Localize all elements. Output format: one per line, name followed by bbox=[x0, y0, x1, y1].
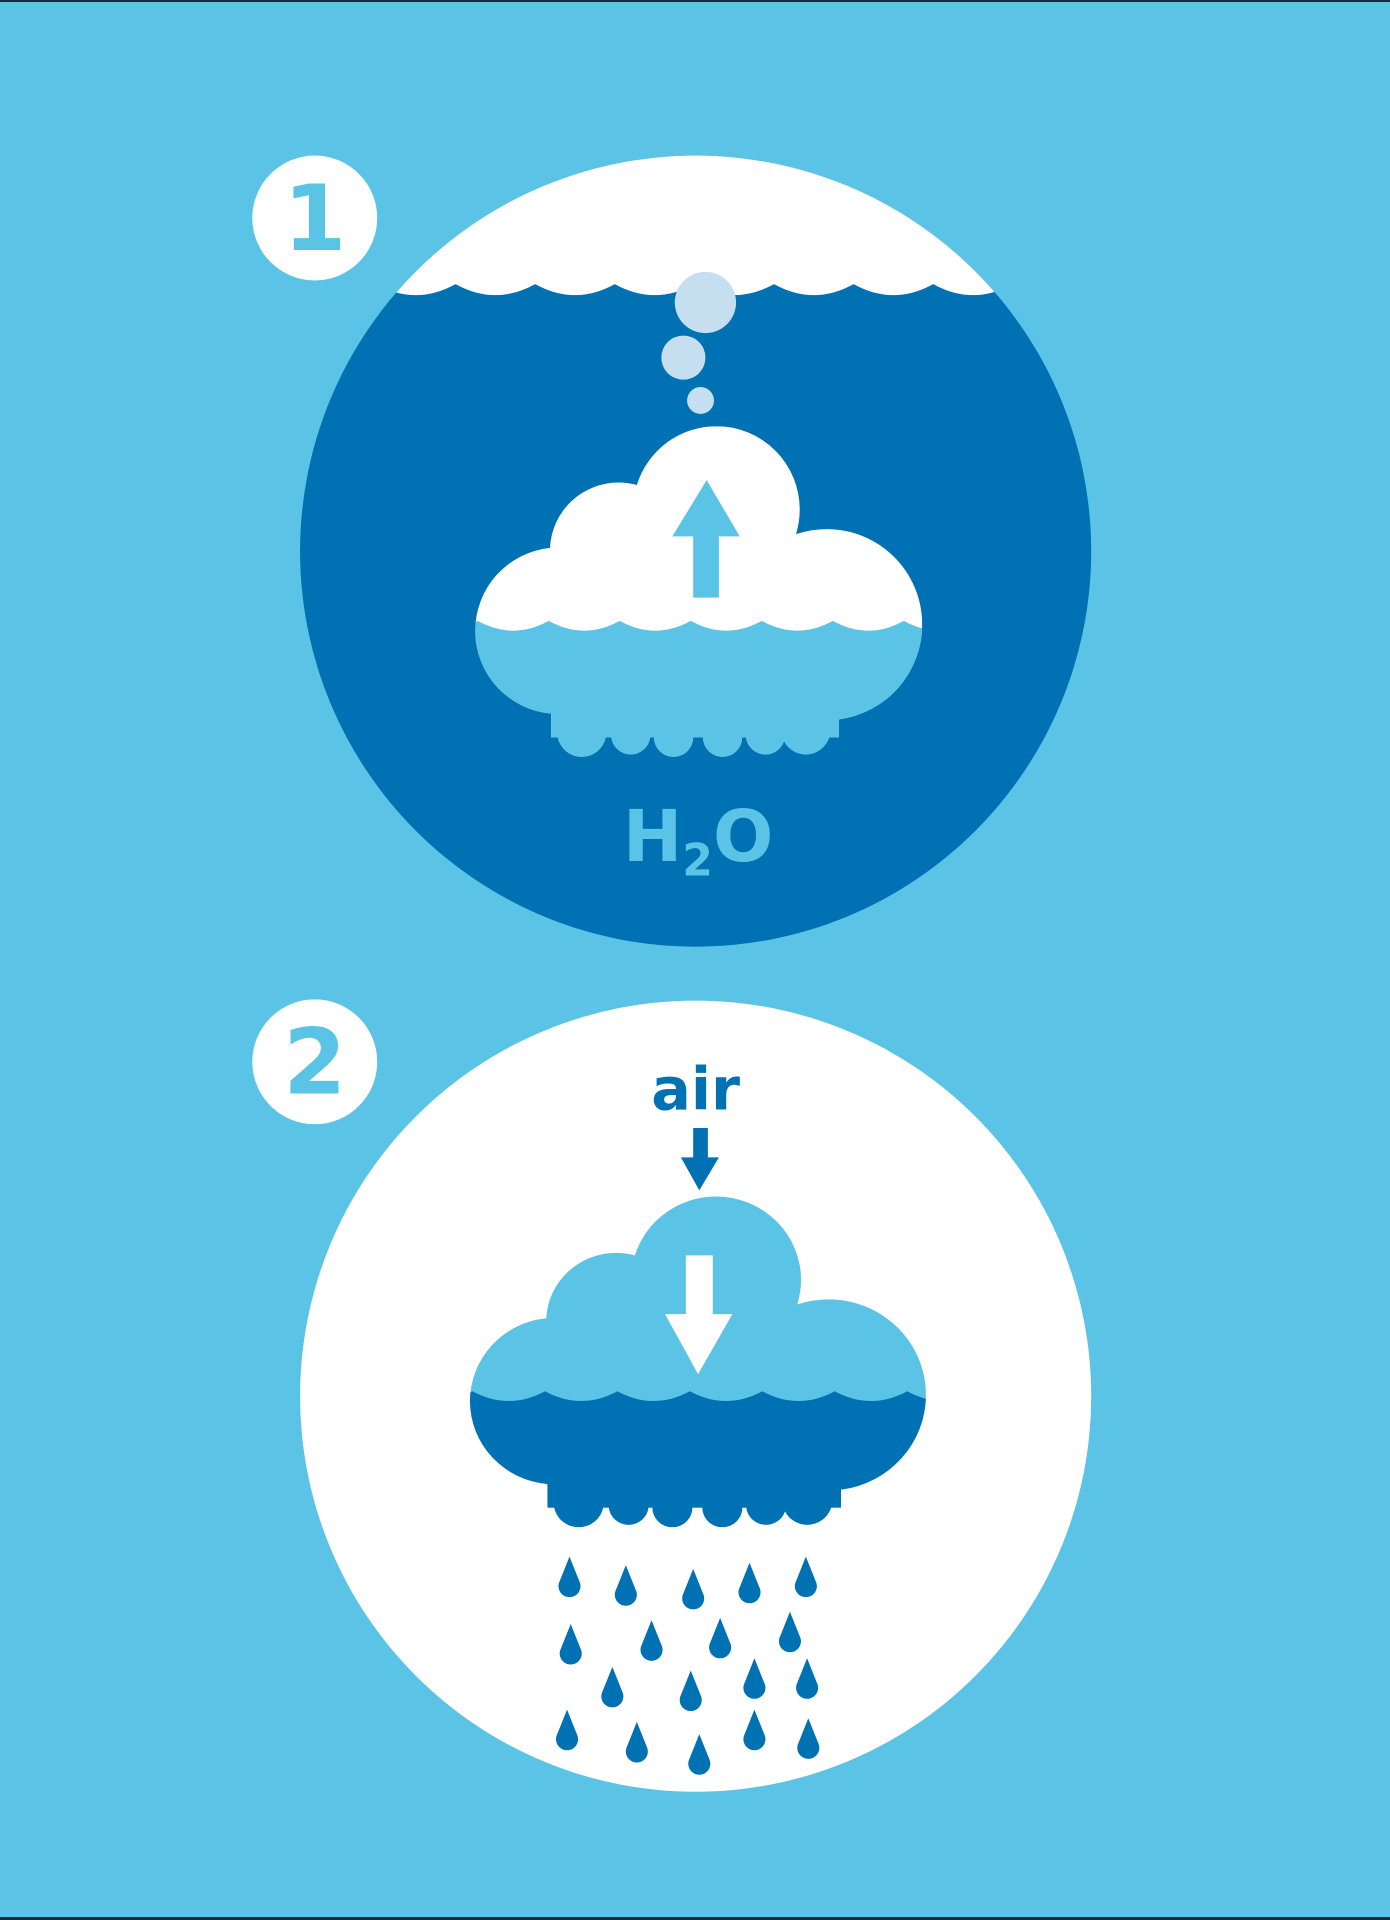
raindrop-icon bbox=[614, 1565, 637, 1606]
raindrop-icon bbox=[796, 1658, 819, 1699]
bubble-icon bbox=[674, 271, 737, 334]
raindrops bbox=[556, 1556, 820, 1775]
raindrop-icon bbox=[556, 1709, 579, 1751]
raindrop-icon bbox=[559, 1623, 582, 1665]
raindrop-icon bbox=[640, 1620, 663, 1661]
bubble-icon bbox=[687, 387, 715, 414]
raindrop-icon bbox=[797, 1718, 820, 1759]
arrow-down-icon bbox=[680, 1127, 719, 1191]
raindrop-icon bbox=[688, 1734, 711, 1775]
cloud-water-fill bbox=[475, 620, 923, 757]
raindrop-icon bbox=[709, 1617, 732, 1659]
raindrop-icon bbox=[794, 1556, 817, 1598]
air-label: air bbox=[651, 1055, 740, 1124]
raindrop-icon bbox=[679, 1670, 702, 1712]
step-2-panel: air 2 bbox=[252, 999, 1092, 1792]
raindrop-icon bbox=[558, 1556, 581, 1598]
step-2-badge bbox=[252, 999, 378, 1125]
step-1-badge bbox=[252, 155, 378, 281]
arrow-down-icon bbox=[665, 1255, 733, 1375]
raindrop-icon bbox=[738, 1562, 761, 1604]
cloud-water-fill bbox=[469, 1391, 926, 1528]
top-border bbox=[0, 0, 1390, 2]
step-1-number: 1 bbox=[283, 167, 346, 272]
raindrop-icon bbox=[682, 1568, 705, 1610]
step-2-number: 2 bbox=[283, 1011, 346, 1116]
arrow-up-icon bbox=[672, 480, 740, 598]
h2o-formula: H2O bbox=[623, 795, 773, 887]
raindrop-icon bbox=[601, 1666, 624, 1708]
raindrop-icon bbox=[743, 1658, 766, 1699]
raindrop-icon bbox=[743, 1709, 766, 1751]
bubble-icon bbox=[661, 335, 706, 380]
vapor-bubbles bbox=[661, 271, 737, 414]
raindrop-icon bbox=[625, 1721, 648, 1763]
bottom-border bbox=[0, 1917, 1390, 1920]
raindrop-icon bbox=[778, 1611, 801, 1653]
